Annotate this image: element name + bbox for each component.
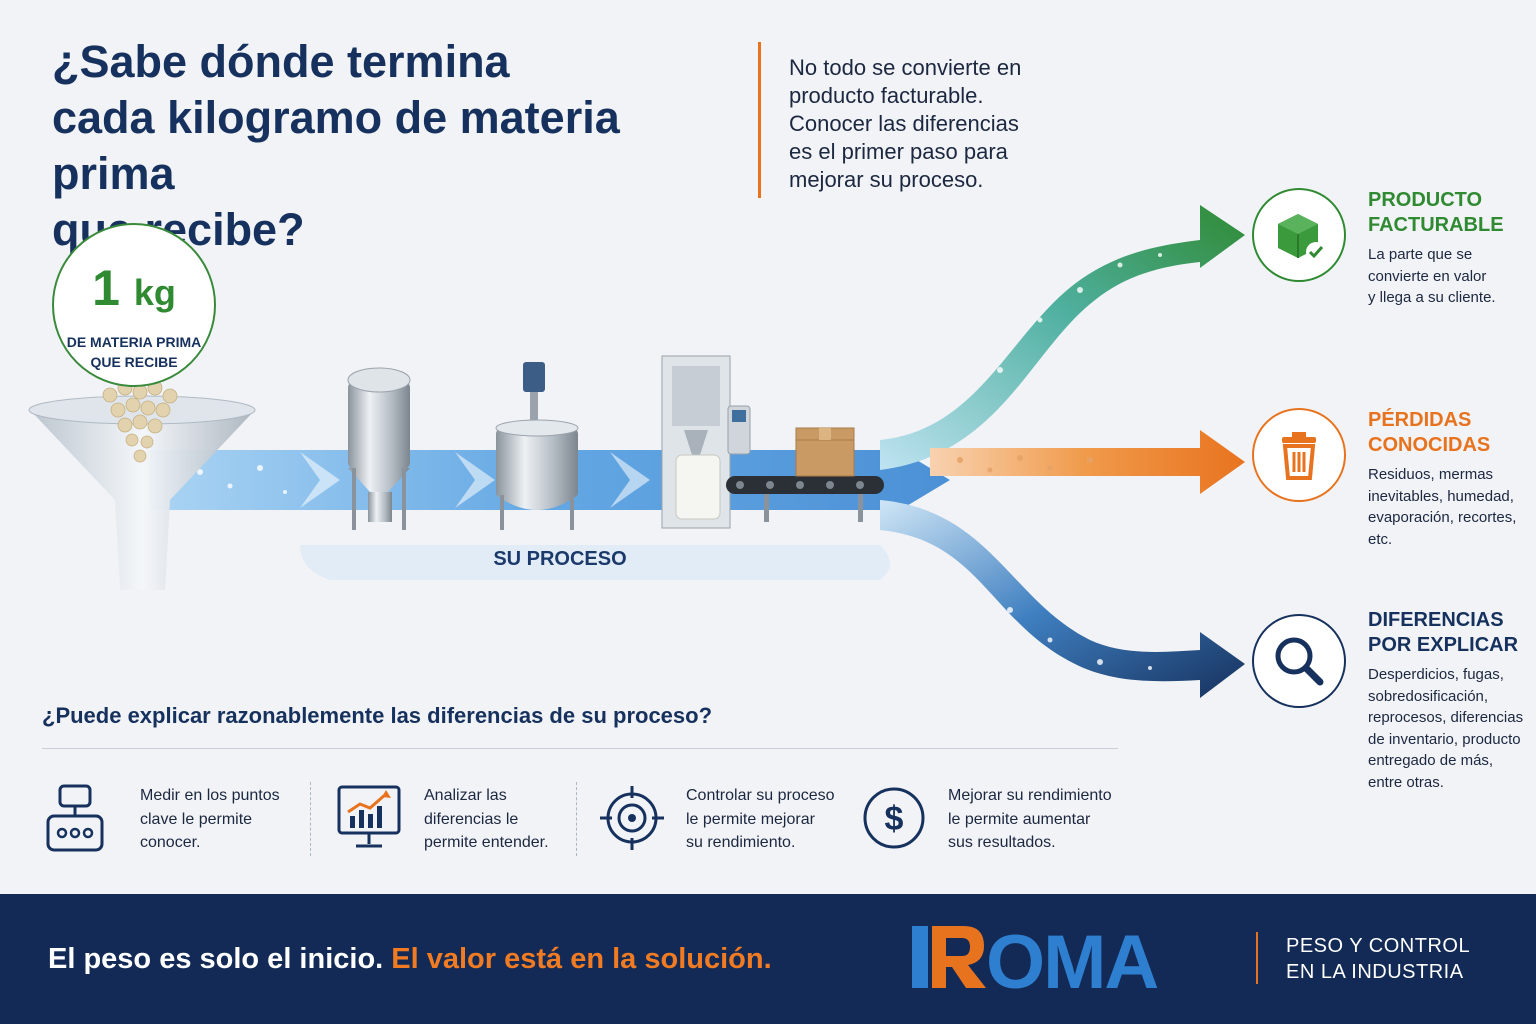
outcome-unexplained-title: DIFERENCIAS POR EXPLICAR bbox=[1368, 608, 1533, 658]
outcome-billable-title-2: FACTURABLE bbox=[1368, 214, 1504, 236]
outcome-unexplained: DIFERENCIAS POR EXPLICAR Desperdicios, f… bbox=[1368, 608, 1533, 793]
outcome-unexplained-desc-3: reprocesos, diferencias bbox=[1368, 709, 1524, 726]
outcome-losses-desc-4: etc. bbox=[1368, 530, 1393, 548]
footer-tagline-accent: El valor está en la solución. bbox=[383, 943, 772, 975]
outcome-losses-title: PÉRDIDAS CONOCIDAS bbox=[1368, 408, 1533, 458]
step-control-line-2: le permite mejorar bbox=[686, 810, 815, 828]
input-amount-unit: kg bbox=[133, 272, 176, 313]
footer-claim-line-1: PESO Y CONTROL bbox=[1286, 935, 1471, 957]
step-analyze-line-2: diferencias le bbox=[424, 810, 519, 828]
step-control-line-3: su rendimiento. bbox=[686, 834, 796, 851]
step-control-line-1: Controlar su proceso bbox=[686, 787, 835, 804]
intro-divider bbox=[758, 42, 761, 198]
target-icon bbox=[600, 786, 664, 850]
footer-divider bbox=[1256, 932, 1258, 984]
footer-tagline-main: El peso es solo el inicio. bbox=[48, 943, 384, 975]
input-caption-line-2: QUE RECIBE bbox=[90, 354, 178, 370]
input-badge: 1 kg DE MATERIA PRIMA QUE RECIBE bbox=[52, 223, 216, 387]
outcome-unexplained-title-2: POR EXPLICAR bbox=[1368, 634, 1519, 656]
box-check-icon bbox=[1252, 188, 1346, 282]
intro-line-3: Conocer las diferencias bbox=[789, 111, 1019, 136]
roma-logo: OMA bbox=[912, 920, 1159, 994]
page-title: ¿Sabe dónde termina cada kilogramo de ma… bbox=[52, 34, 752, 258]
outcome-billable: PRODUCTO FACTURABLE La parte que se conv… bbox=[1368, 188, 1533, 309]
outcome-billable-desc-1: La parte que se bbox=[1368, 246, 1473, 263]
outcome-billable-desc-3: y llega a su cliente. bbox=[1368, 289, 1496, 306]
step-control: Controlar su proceso le permite mejorar … bbox=[686, 784, 835, 855]
step-separator bbox=[576, 782, 577, 856]
outcome-billable-title-1: PRODUCTO bbox=[1368, 189, 1483, 211]
outcome-unexplained-desc-5: entregado de más, bbox=[1368, 752, 1494, 769]
input-caption-line-1: DE MATERIA PRIMA bbox=[66, 334, 202, 350]
outcome-losses-desc-2: inevitables, humedad, bbox=[1368, 487, 1514, 505]
footer-bar bbox=[0, 894, 1536, 1024]
question-heading: ¿Puede explicar razonablemente las difer… bbox=[42, 703, 713, 728]
magnifier-icon bbox=[1252, 614, 1346, 708]
outcome-unexplained-desc: Desperdicios, fugas, sobredosificación, … bbox=[1368, 664, 1533, 793]
svg-text:$: $ bbox=[885, 800, 904, 838]
dollar-icon: $ bbox=[863, 787, 925, 849]
input-amount: 1 kg bbox=[54, 259, 214, 322]
footer-claim-line-2: EN LA INDUSTRIA bbox=[1286, 961, 1464, 983]
process-label: SU PROCESO bbox=[493, 548, 627, 570]
outcome-losses-desc-3: evaporación, recortes, bbox=[1368, 509, 1517, 526]
footer-tagline: El peso es solo el inicio. El valor está… bbox=[48, 943, 772, 976]
trash-icon bbox=[1252, 408, 1346, 502]
intro-line-1: No todo se convierte en bbox=[789, 55, 1022, 80]
step-measure-line-3: conocer. bbox=[140, 834, 201, 851]
outcome-losses-title-2: CONOCIDAS bbox=[1368, 434, 1491, 456]
outcome-unexplained-desc-1: Desperdicios, fugas, bbox=[1368, 666, 1504, 683]
step-improve-line-3: sus resultados. bbox=[948, 834, 1056, 851]
scale-icon bbox=[46, 784, 104, 852]
step-analyze-line-3: permite entender. bbox=[424, 834, 549, 851]
step-improve: Mejorar su rendimiento le permite aument… bbox=[948, 784, 1112, 855]
intro-line-5: mejorar su proceso. bbox=[789, 167, 984, 192]
outcome-losses-title-1: PÉRDIDAS bbox=[1368, 409, 1472, 431]
step-measure-line-2: clave le permite bbox=[140, 810, 253, 828]
step-improve-line-1: Mejorar su rendimiento bbox=[948, 787, 1112, 804]
step-measure: Medir en los puntos clave le permite con… bbox=[140, 784, 280, 855]
footer-claim: PESO Y CONTROL EN LA INDUSTRIA bbox=[1286, 933, 1470, 985]
question-divider bbox=[42, 748, 1118, 749]
outcome-known-losses: PÉRDIDAS CONOCIDAS Residuos, mermas inev… bbox=[1368, 408, 1533, 550]
outcome-billable-desc-2: convierte en valor bbox=[1368, 267, 1487, 285]
intro-line-2: producto facturable. bbox=[789, 83, 984, 108]
chart-monitor-icon bbox=[337, 785, 401, 848]
outcome-billable-desc: La parte que se convierte en valor y lle… bbox=[1368, 244, 1533, 309]
outcome-unexplained-desc-6: entre otras. bbox=[1368, 773, 1444, 791]
input-amount-value: 1 bbox=[92, 260, 120, 316]
outcome-unexplained-desc-2: sobredosificación, bbox=[1368, 687, 1489, 705]
outcome-losses-desc-1: Residuos, mermas bbox=[1368, 466, 1494, 483]
page-title-line-2: cada kilogramo de materia prima bbox=[52, 92, 620, 199]
step-analyze: Analizar las diferencias le permite ente… bbox=[424, 784, 549, 855]
outcome-losses-desc: Residuos, mermas inevitables, humedad, e… bbox=[1368, 464, 1533, 550]
roma-logo-text: OMA bbox=[986, 920, 1157, 994]
intro-line-4: es el primer paso para bbox=[789, 139, 1008, 164]
input-caption: DE MATERIA PRIMA QUE RECIBE bbox=[54, 332, 214, 372]
outcome-unexplained-title-1: DIFERENCIAS bbox=[1368, 609, 1504, 631]
intro-text: No todo se convierte en producto factura… bbox=[789, 54, 1089, 194]
step-separator bbox=[310, 782, 311, 856]
step-measure-line-1: Medir en los puntos bbox=[140, 787, 280, 804]
page-title-line-1: ¿Sabe dónde termina bbox=[52, 36, 510, 87]
outcome-unexplained-desc-4: de inventario, producto bbox=[1368, 730, 1521, 748]
outcome-billable-title: PRODUCTO FACTURABLE bbox=[1368, 188, 1533, 238]
step-analyze-line-1: Analizar las bbox=[424, 787, 507, 804]
step-improve-line-2: le permite aumentar bbox=[948, 810, 1091, 828]
